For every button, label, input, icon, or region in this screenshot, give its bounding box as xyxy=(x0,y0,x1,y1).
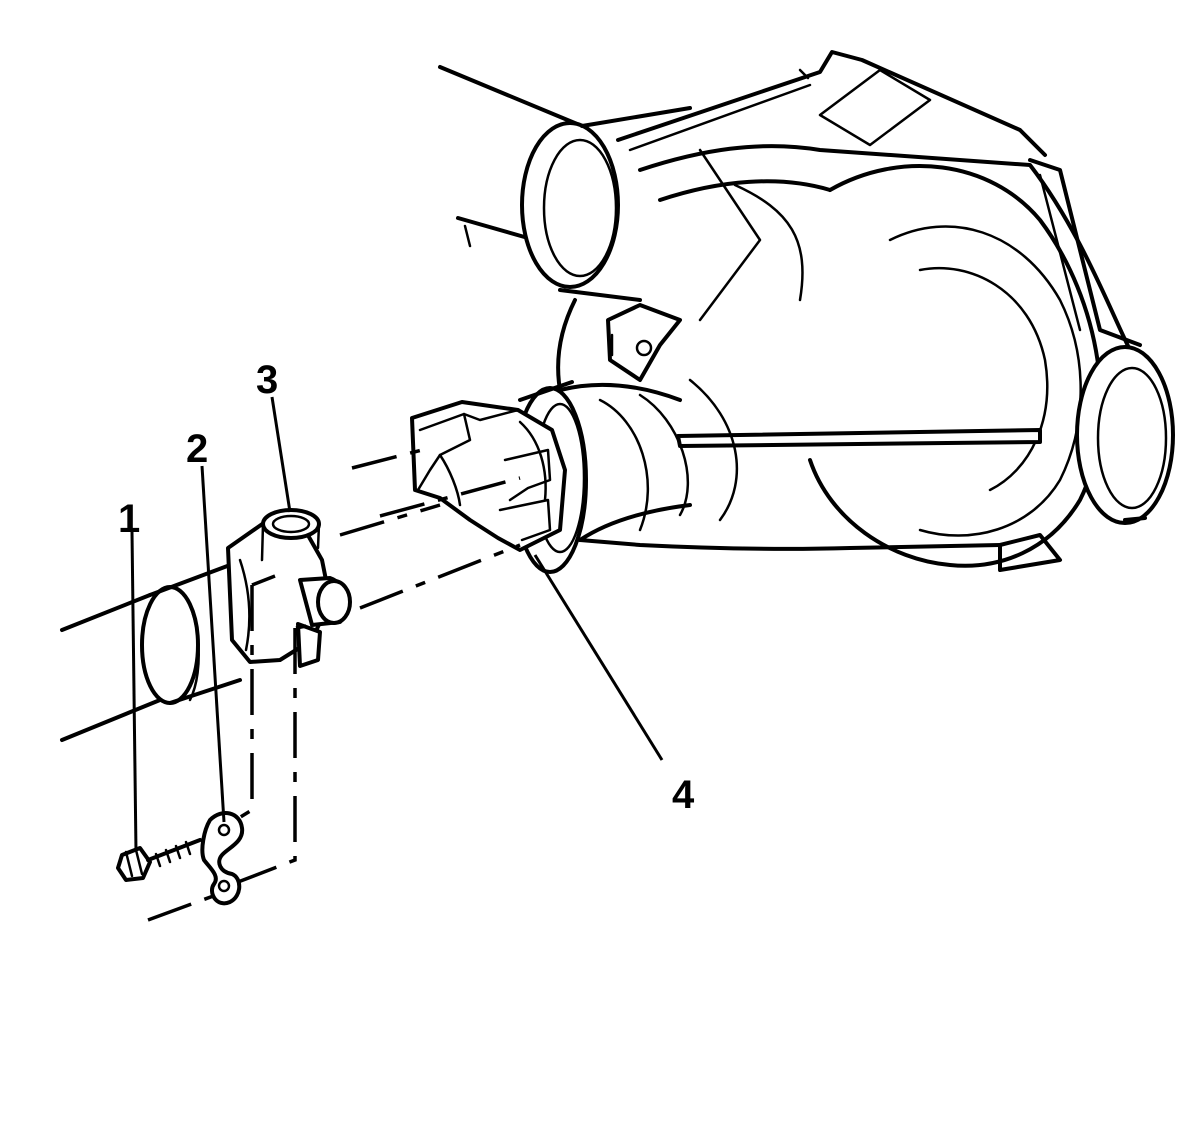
retaining-bolt xyxy=(116,838,202,882)
propeller-shaft xyxy=(60,563,242,742)
universal-joint xyxy=(226,508,352,668)
callout-4: 4 xyxy=(672,773,695,817)
callout-leaders xyxy=(130,396,664,853)
bearing-strap xyxy=(200,811,245,906)
callout-1: 1 xyxy=(118,497,140,541)
differential-housing xyxy=(438,50,1175,574)
pinion-yoke xyxy=(410,400,567,552)
callout-2: 2 xyxy=(186,427,208,471)
assembly-centerlines xyxy=(147,446,521,922)
callout-3: 3 xyxy=(256,358,278,402)
